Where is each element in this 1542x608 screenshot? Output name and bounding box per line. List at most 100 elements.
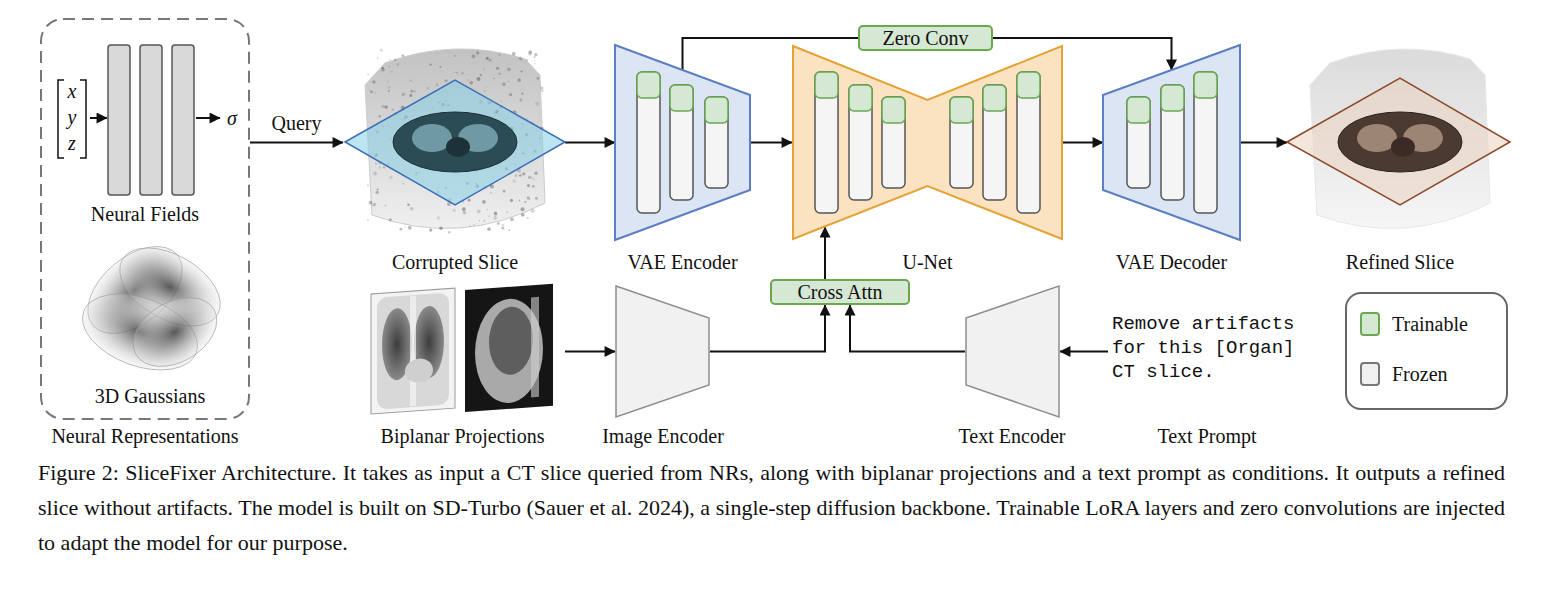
corrupted-slice: Corrupted Slice (340, 35, 570, 273)
noise-speck (380, 49, 383, 52)
noise-speck (483, 68, 485, 70)
noise-speck (392, 109, 395, 112)
noise-speck (501, 100, 502, 101)
encoder-trapezoid (615, 45, 750, 240)
noise-speck (531, 177, 533, 179)
ct-slice (393, 112, 517, 172)
noise-speck (389, 218, 392, 221)
frozen-layer (950, 97, 973, 188)
noise-speck (414, 90, 416, 92)
noise-speck (502, 224, 505, 227)
noise-speck (410, 80, 412, 82)
noise-speck (494, 212, 498, 216)
noise-speck (524, 201, 526, 203)
noise-speck (367, 184, 369, 186)
noise-speck (379, 115, 382, 118)
noise-speck (534, 60, 535, 61)
frozen-layer (670, 85, 693, 200)
arrow-connector (1240, 142, 1287, 144)
noise-speck (510, 199, 513, 202)
node-illustration (615, 285, 710, 418)
noise-speck (375, 163, 377, 165)
variable-symbol: σ (222, 106, 242, 130)
lora-layer (705, 97, 728, 123)
noise-speck (430, 64, 432, 66)
edge-label: Query (252, 112, 342, 134)
frozen-layer (1017, 72, 1040, 213)
noise-speck (477, 209, 481, 213)
frozen-layer (983, 85, 1006, 200)
noise-speck (486, 87, 487, 88)
noise-speck (519, 200, 521, 202)
noise-speck (497, 222, 500, 225)
vector-bracket (58, 80, 64, 158)
noise-speck (487, 227, 491, 231)
node-illustration (60, 232, 240, 382)
arrow-connector (1060, 351, 1108, 353)
node-illustration (1103, 45, 1240, 240)
noise-speck (367, 219, 369, 221)
noise-speck (480, 74, 483, 77)
noise-speck (510, 217, 514, 221)
lung (1357, 124, 1397, 152)
box-label: Zero Conv (860, 27, 991, 49)
noise-speck (409, 94, 412, 97)
output-arrow (196, 117, 220, 119)
noise-speck (403, 55, 405, 57)
noise-speck (391, 70, 393, 72)
noise-speck (389, 66, 390, 67)
noise-speck (498, 54, 500, 56)
noise-artifacts (367, 49, 544, 234)
frozen-layer (882, 97, 905, 188)
lora-layer (882, 97, 905, 123)
frozen-layer (849, 85, 872, 200)
noise-speck (535, 102, 539, 106)
noise-speck (410, 207, 413, 210)
noise-speck (445, 79, 448, 82)
noise-speck (509, 229, 511, 231)
lora-layer (670, 85, 693, 111)
xray-body (475, 297, 543, 406)
xray-spine (410, 296, 416, 406)
noise-speck (462, 207, 466, 211)
noise-speck (520, 59, 522, 61)
frozen-layer (705, 97, 728, 188)
box-label: Cross Attn (772, 281, 908, 303)
ct-slice (1338, 112, 1462, 172)
noise-speck (387, 81, 389, 83)
noise-speck (484, 90, 486, 92)
noise-speck (506, 212, 508, 214)
noise-speck (482, 200, 486, 204)
noise-speck (388, 86, 390, 88)
node-illustration (340, 35, 570, 250)
arrow-connector (1063, 142, 1103, 144)
noise-speck (439, 226, 442, 229)
noise-speck (382, 67, 384, 69)
noise-speck (472, 54, 476, 58)
noise-speck (496, 67, 499, 70)
noise-speck (503, 190, 505, 192)
legend-label: Frozen (1392, 363, 1448, 385)
arrow-connector (824, 227, 826, 279)
noise-speck (369, 89, 370, 90)
noise-speck (402, 183, 404, 185)
noise-speck (389, 175, 393, 179)
noise-speck (522, 172, 525, 175)
xray-spine (531, 297, 539, 398)
noise-speck (439, 66, 441, 68)
noise-speck (521, 207, 525, 211)
gaussian-ellipsoid (121, 284, 229, 381)
lora-layer (637, 72, 660, 98)
noise-speck (381, 105, 384, 108)
noise-speck (377, 57, 378, 58)
noise-speck (527, 197, 530, 200)
noise-speck (461, 72, 464, 75)
arrow-connector (565, 142, 615, 144)
noise-speck (384, 204, 386, 206)
node-label: Corrupted Slice (320, 251, 590, 273)
lora-layer (815, 72, 838, 98)
noise-speck (507, 67, 511, 71)
noise-speck (436, 86, 437, 87)
